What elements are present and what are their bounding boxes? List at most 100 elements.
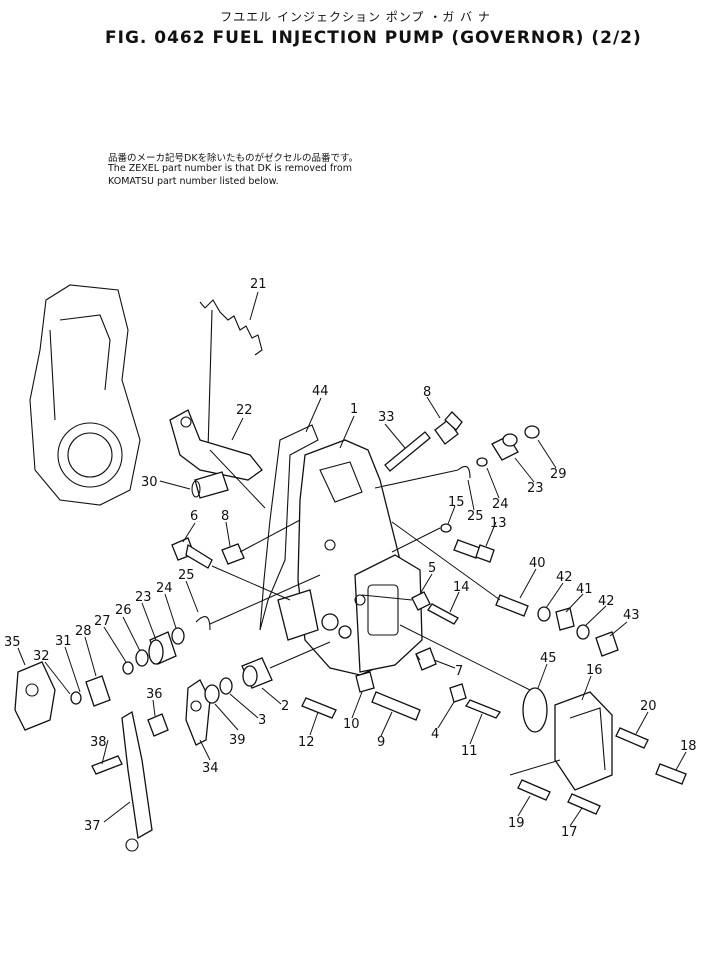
- sleeve-2: [241, 657, 273, 689]
- washer-15: [440, 523, 452, 533]
- callout-labels: 21 22 44 1 33 8 29 23 24 25 15 13 30 6 8…: [4, 277, 697, 840]
- governor-housing-1: [277, 439, 423, 676]
- callout-26: 26: [115, 603, 132, 618]
- washer-42b: [576, 624, 590, 640]
- callout-40: 40: [529, 556, 546, 571]
- ring-24-left: [171, 627, 185, 645]
- link-37: [121, 710, 153, 852]
- nut-4: [449, 683, 467, 703]
- japanese-title: フユエル インジェクション ポンプ ・ガ バ ナ: [220, 10, 491, 24]
- callout-38: 38: [90, 735, 107, 750]
- pin-33: [384, 431, 431, 472]
- nut-7: [415, 647, 437, 671]
- callout-7: 7: [455, 664, 463, 679]
- callout-20: 20: [640, 699, 657, 714]
- bearing-26: [135, 649, 149, 667]
- stud-11: [465, 699, 501, 719]
- washer-3: [219, 677, 233, 695]
- callout-45: 45: [540, 651, 557, 666]
- washer-27: [122, 661, 134, 675]
- callout-37: 37: [84, 819, 101, 834]
- callout-18: 18: [680, 739, 697, 754]
- screw-40: [495, 594, 529, 617]
- note-line-3: KOMATSU part number listed below.: [108, 176, 279, 187]
- callout-8-left: 8: [221, 509, 229, 524]
- callout-34: 34: [202, 761, 219, 776]
- callout-24-upper: 24: [492, 497, 509, 512]
- washer-39: [204, 684, 220, 704]
- callout-21: 21: [250, 277, 267, 292]
- lever-34: [185, 679, 211, 746]
- washer-29: [524, 425, 540, 439]
- callout-11: 11: [461, 744, 478, 759]
- callout-43: 43: [623, 608, 640, 623]
- bolt-18: [655, 763, 687, 785]
- callout-29: 29: [550, 467, 567, 482]
- callout-2: 2: [281, 699, 289, 714]
- washer-42a: [537, 606, 551, 622]
- bolt-8-upper: [434, 411, 463, 445]
- callout-30: 30: [141, 475, 158, 490]
- note-line-2: The ZEXEL part number is that DK is remo…: [108, 163, 352, 174]
- bolt-36: [147, 713, 169, 737]
- bolt-20: [615, 727, 649, 749]
- callout-17: 17: [561, 825, 578, 840]
- callout-32: 32: [33, 649, 50, 664]
- bolt-19: [517, 779, 551, 801]
- gear-case-housing: [29, 284, 141, 506]
- callout-12: 12: [298, 735, 315, 750]
- nut-10: [355, 671, 375, 693]
- shaft-30: [191, 471, 229, 499]
- callout-35: 35: [4, 635, 21, 650]
- cover-16: [554, 691, 613, 791]
- bolt-17: [567, 793, 601, 815]
- callout-19: 19: [508, 816, 525, 831]
- nut-41: [555, 607, 575, 631]
- callout-42b: 42: [598, 594, 615, 609]
- callout-33: 33: [378, 410, 395, 425]
- callout-25-upper: 25: [467, 509, 484, 524]
- figure-title: FIG. 0462 FUEL INJECTION PUMP (GOVERNOR)…: [105, 28, 642, 48]
- bolt-38: [91, 755, 123, 775]
- callout-8-upper: 8: [423, 385, 431, 400]
- callout-3: 3: [258, 713, 266, 728]
- callout-23-left: 23: [135, 590, 152, 605]
- callout-25-left: 25: [178, 568, 195, 583]
- assembly-guide-lines: [209, 449, 561, 776]
- callout-15: 15: [448, 495, 465, 510]
- callout-31: 31: [55, 634, 72, 649]
- callout-23-upper: 23: [527, 481, 544, 496]
- bolt-12: [301, 697, 337, 719]
- lever-22: [169, 409, 263, 481]
- callout-28: 28: [75, 624, 92, 639]
- o-ring-45: [522, 687, 548, 733]
- ring-24-upper: [476, 457, 488, 467]
- bolt-13: [453, 539, 495, 563]
- callout-36: 36: [146, 687, 163, 702]
- gasket-44: [259, 424, 319, 631]
- callout-14: 14: [453, 580, 470, 595]
- callout-10: 10: [343, 717, 360, 732]
- callout-24-left: 24: [156, 581, 173, 596]
- callout-13: 13: [490, 516, 507, 531]
- spring-21: [199, 299, 263, 451]
- callout-16: 16: [586, 663, 603, 678]
- callout-5: 5: [428, 561, 436, 576]
- callout-42a: 42: [556, 570, 573, 585]
- bolt-6: [171, 537, 213, 569]
- callout-6: 6: [190, 509, 198, 524]
- sleeve-28: [85, 675, 111, 707]
- callout-1: 1: [350, 402, 358, 417]
- leader-lines: [17, 291, 687, 827]
- callout-4: 4: [431, 727, 439, 742]
- washer-32: [70, 691, 82, 705]
- bolt-8-left: [221, 543, 245, 565]
- callout-41: 41: [576, 582, 593, 597]
- callout-27: 27: [94, 614, 111, 629]
- sleeve-23-left: [148, 631, 177, 665]
- bolt-9: [371, 691, 421, 721]
- stud-14: [427, 603, 459, 625]
- clip-25-left: [195, 616, 211, 631]
- note-japanese: 品番のメーカ記号DKを除いたものがゼクセルの品番です。: [108, 153, 359, 164]
